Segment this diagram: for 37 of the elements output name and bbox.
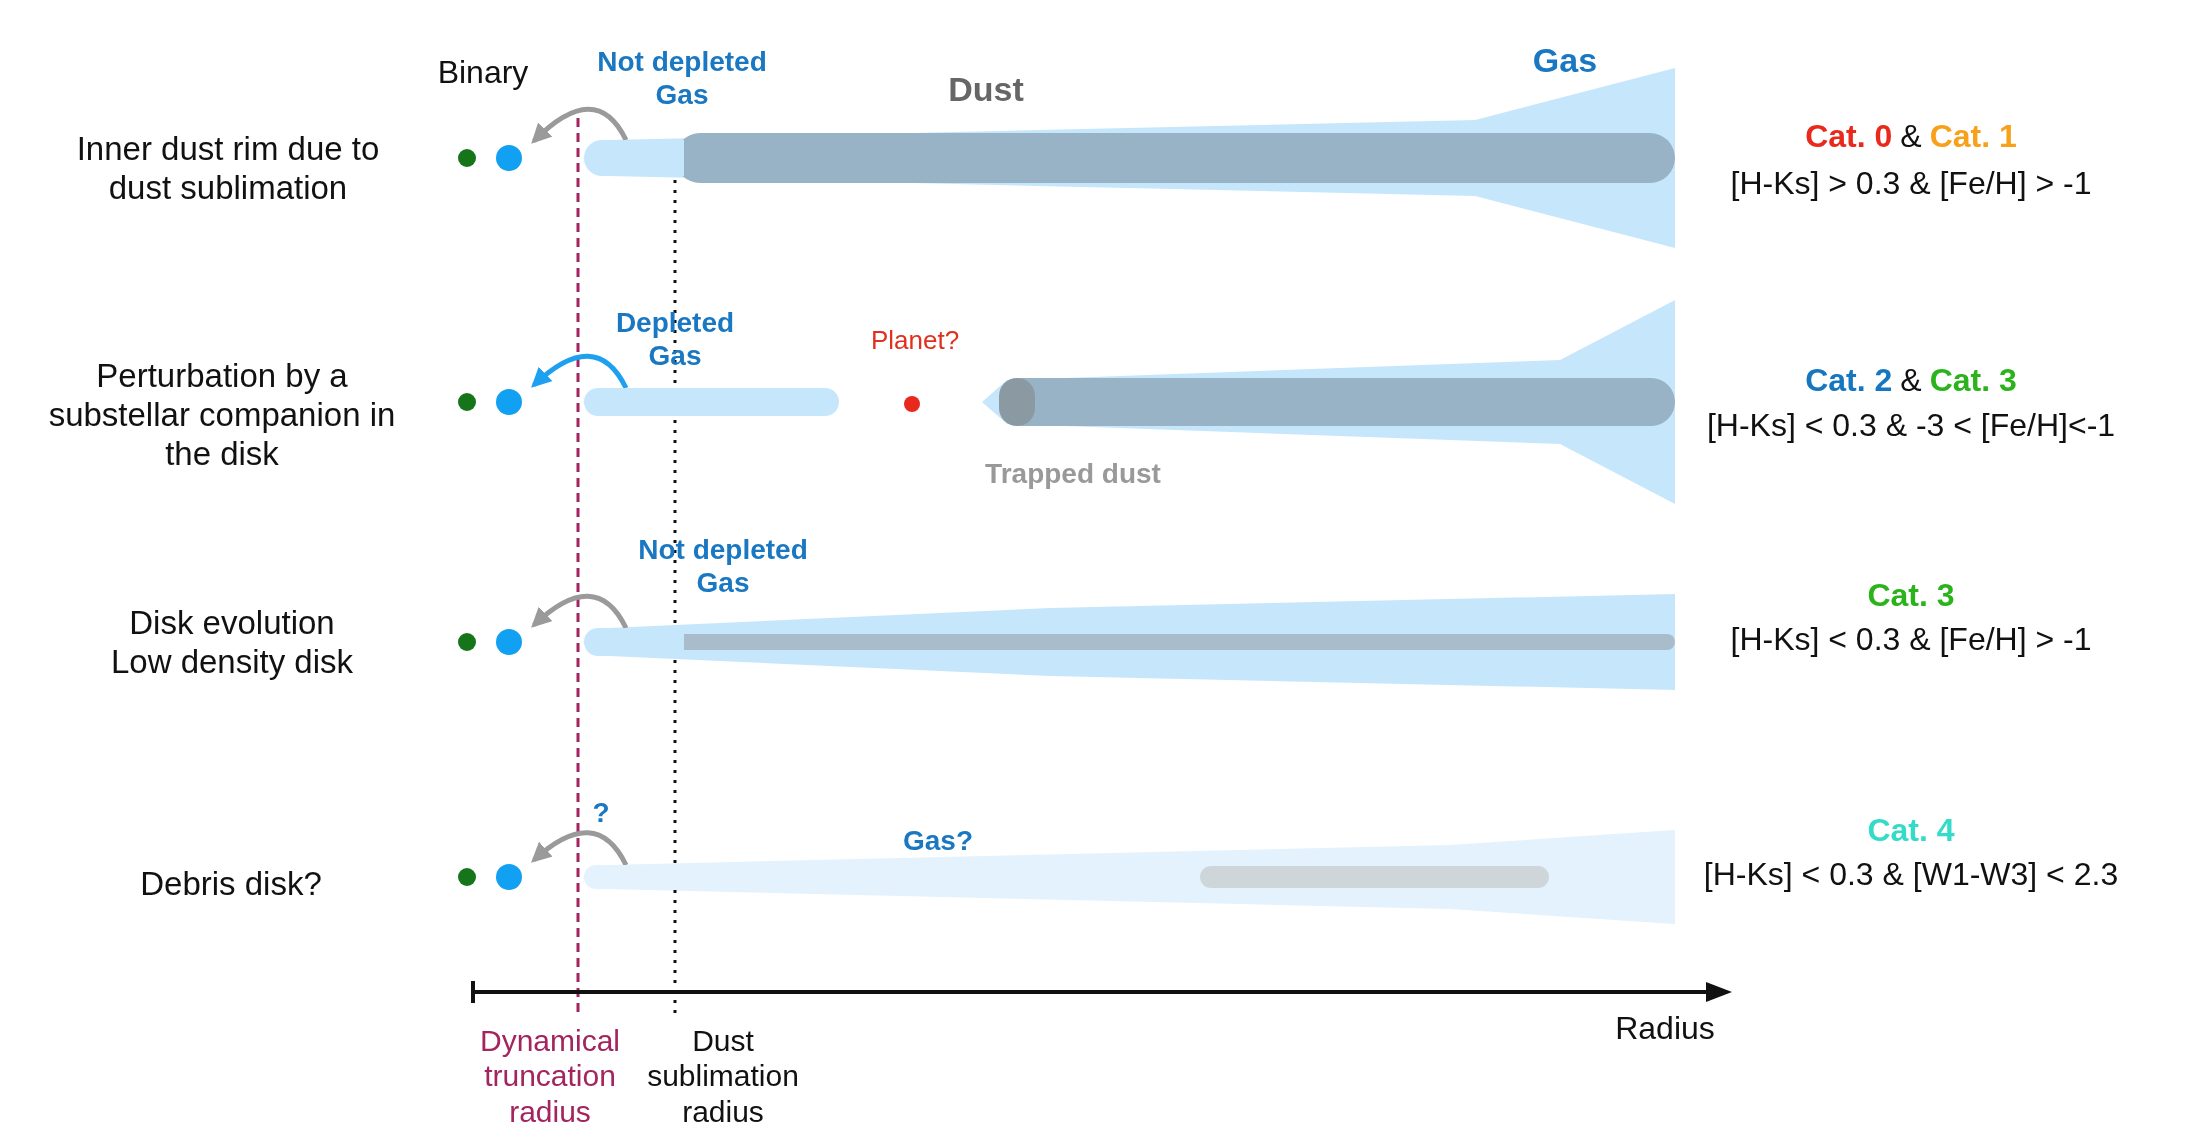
radius-label: Dust sublimation radius (646, 1022, 800, 1130)
condition-text: [H-Ks] < 0.3 & [W1-W3] < 2.3 (1703, 856, 2119, 894)
ampersand-text: & (1900, 361, 1922, 399)
category-label: Cat. 3 (1867, 576, 1955, 614)
dust-label: Dust (948, 68, 1024, 110)
row-description: Disk evolution Low density disk (109, 604, 355, 682)
category-label: Cat. 0 (1805, 117, 1893, 155)
binary-stars (458, 629, 522, 655)
condition-text: [H-Ks] < 0.3 & [Fe/H] > -1 (1730, 621, 2092, 659)
category-label: Cat. 4 (1867, 811, 1955, 849)
row-description: Inner dust rim due to dust sublimation (75, 130, 381, 208)
row-description: Debris disk? (140, 864, 322, 904)
binary-stars (458, 864, 522, 890)
gas-label: Not depleted Gas (596, 44, 768, 112)
flow-arrow (531, 593, 629, 630)
dust-label: Trapped dust (985, 457, 1161, 491)
gas-label: Depleted Gas (614, 305, 736, 373)
axis-label: Radius (1615, 1010, 1715, 1048)
gas-label: Gas? (903, 824, 973, 858)
binary-stars (458, 145, 522, 171)
question-mark: ? (592, 796, 610, 830)
flow-arrow (531, 106, 629, 144)
flow-arrow (530, 830, 629, 867)
ampersand-text: & (1900, 117, 1922, 155)
condition-text: [H-Ks] > 0.3 & [Fe/H] > -1 (1730, 165, 2092, 203)
category-label: Cat. 2 (1805, 361, 1893, 399)
binary-stars (458, 389, 522, 415)
region-label: Binary (437, 54, 529, 92)
gas-label: Gas (1532, 39, 1598, 81)
flow-arrow (531, 353, 629, 390)
gas-label: Not depleted Gas (637, 532, 809, 600)
category-label: Cat. 3 (1929, 361, 2017, 399)
condition-text: [H-Ks] < 0.3 & -3 < [Fe/H]<-1 (1706, 407, 2116, 445)
radius-label: Dynamical truncation radius (478, 1022, 621, 1130)
row-description: Perturbation by a substellar companion in the disk (47, 356, 397, 474)
planet-label: Planet? (870, 324, 960, 356)
category-label: Cat. 1 (1929, 117, 2017, 155)
